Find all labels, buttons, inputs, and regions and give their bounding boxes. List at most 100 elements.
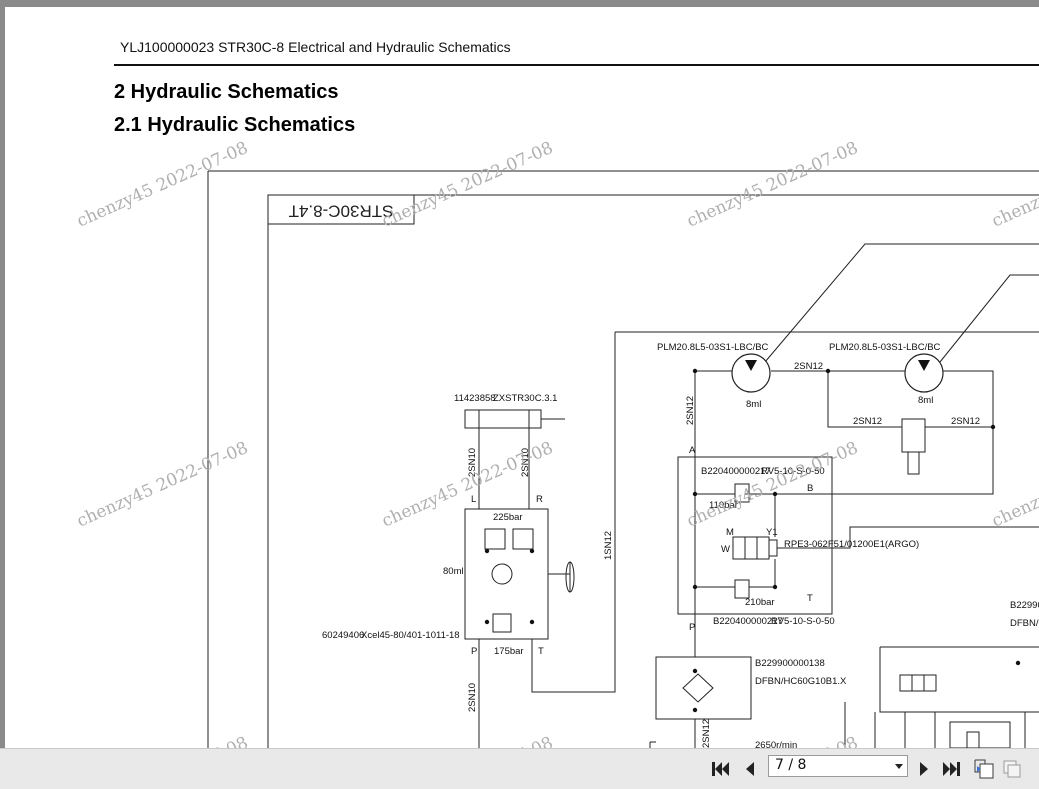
watermark: chenzy45 2022-07-08 [74, 438, 251, 532]
next-page-icon[interactable] [912, 757, 936, 781]
motor-right-disp: 8ml [918, 395, 933, 406]
relief-110: 110bar [709, 500, 738, 511]
port-l: L [471, 494, 476, 505]
solenoid-w: W [721, 544, 730, 555]
document-header: YLJ100000023 STR30C-8 Electrical and Hyd… [120, 39, 511, 55]
first-page-icon[interactable] [708, 757, 732, 781]
steering-motor [491, 563, 513, 585]
motor-triangles [745, 360, 930, 371]
steering-relief-l [484, 528, 506, 550]
title-block [267, 194, 415, 225]
motor-left-disp: 8ml [746, 399, 761, 410]
relief-210: 210bar [745, 597, 775, 608]
viewer-toolbar: 7 / 8 [0, 748, 1039, 789]
steering-cylinder-ports [478, 410, 565, 428]
leader-lines [764, 243, 1039, 363]
junction-dots [484, 368, 1021, 713]
page-indicator: 7 / 8 [775, 757, 807, 773]
section-heading: 2 Hydraulic Schematics [114, 81, 339, 103]
watermark: chenzy45 2022-07-08 [74, 138, 251, 232]
speed-label: 2650r/min [755, 740, 797, 748]
relief-valve-top [734, 483, 750, 503]
steering-relief-bottom [492, 613, 512, 633]
filter-code: B229900000138 [755, 658, 825, 669]
steering-part: 11423858 [454, 393, 496, 404]
filter-diamond [682, 673, 714, 703]
right-lower-relief [966, 731, 980, 748]
continuous-view-icon[interactable] [1000, 757, 1024, 781]
solenoid-model: RPE3-062F51/01200E1(ARGO) [784, 539, 919, 550]
line-motors [695, 370, 994, 495]
line-return [531, 331, 1039, 693]
right-valve-c [923, 674, 937, 692]
cylinder-rod [907, 451, 920, 475]
valve-top-code: B220400000217 [701, 466, 771, 477]
motor-left-model: PLM20.8L5-03S1-LBC/BC [657, 342, 769, 353]
hose-mid-left: 2SN12 [853, 416, 882, 427]
motor-right [904, 353, 944, 393]
right-lower-box [949, 721, 1011, 748]
right-valve-a [899, 674, 913, 692]
steering-model: ZXSTR30C.3.1 [493, 393, 557, 404]
solenoid-mid [744, 536, 758, 560]
watermark: chenzy45 2022-07-08 [379, 138, 556, 232]
port-p-right: P [689, 622, 695, 633]
watermark: chenzy45 2022-07-08 [379, 733, 556, 748]
steering-relief-r [512, 528, 534, 550]
inner-frame [267, 194, 1039, 748]
steering-wheel [565, 561, 575, 593]
right-code-partial: B22990 [1010, 600, 1039, 611]
page-number-select[interactable]: 7 / 8 [768, 755, 908, 777]
watermark: chenzy45 2022-07-08 [684, 138, 861, 232]
hose-vertical-left: 2SN12 [685, 396, 696, 425]
right-model-partial: DFBN/H [1010, 618, 1039, 629]
filter-box [655, 656, 752, 720]
steering-unit-model: Xcel45-80/401-1011-18 [361, 630, 460, 641]
cylinder-body [901, 418, 926, 453]
relief-valve-bottom [734, 579, 750, 599]
right-lower-lines [844, 702, 1026, 748]
relief-225: 225bar [493, 512, 523, 523]
outer-frame [207, 170, 1039, 748]
hydraulic-schematic: STR30C-8.4T [74, 138, 1039, 748]
solenoid-left [732, 536, 746, 560]
hose-bottom: 2SN12 [701, 719, 712, 748]
solenoid-coil [768, 539, 778, 557]
prev-page-icon[interactable] [738, 757, 762, 781]
single-page-view-icon[interactable] [972, 757, 996, 781]
steering-unit-box [464, 508, 549, 640]
bottom-line [649, 741, 656, 748]
solenoid-y1: Y1 [766, 527, 778, 538]
hose-2sn10-a: 2SN10 [467, 448, 478, 477]
last-page-icon[interactable] [940, 757, 964, 781]
watermark: chenzy45 2022-07-08 [74, 733, 251, 748]
steering-lines [478, 428, 530, 509]
line-motors-2 [694, 371, 993, 462]
solenoid-m: M [726, 527, 734, 538]
port-r: R [536, 494, 543, 505]
hose-2sn10-c: 2SN10 [467, 683, 478, 712]
steering-cylinder [464, 409, 542, 429]
filter-model: DFBN/HC60G10B1.X [755, 676, 847, 687]
port-t-left: T [538, 646, 544, 657]
steering-disp: 80ml [443, 566, 464, 577]
right-lower-circuit [879, 646, 1039, 713]
port-a: A [689, 445, 696, 456]
watermarks: chenzy45 2022-07-08 chenzy45 2022-07-08 … [74, 138, 1039, 748]
hose-1sn12: 1SN12 [603, 531, 614, 560]
steering-unit-code: 60249406 [322, 630, 364, 641]
valve-block [677, 456, 833, 615]
subsection-heading: 2.1 Hydraulic Schematics [114, 114, 356, 136]
valve-bot-code: B220400000217 [713, 616, 783, 627]
watermark: chenzy45 2022-07-08 [989, 438, 1039, 532]
right-valve-b [911, 674, 925, 692]
port-b: B [807, 483, 813, 494]
valve-top-model: RV5-10-S-0-50 [761, 466, 825, 477]
document-page: YLJ100000023 STR30C-8 Electrical and Hyd… [5, 7, 1039, 748]
title-block-text: STR30C-8.4T [289, 202, 394, 221]
motor-right-model: PLM20.8L5-03S1-LBC/BC [829, 342, 941, 353]
hose-mid-right: 2SN12 [951, 416, 980, 427]
motor-left [731, 353, 771, 393]
header-rule [114, 64, 1039, 66]
port-t-right: T [807, 593, 813, 604]
